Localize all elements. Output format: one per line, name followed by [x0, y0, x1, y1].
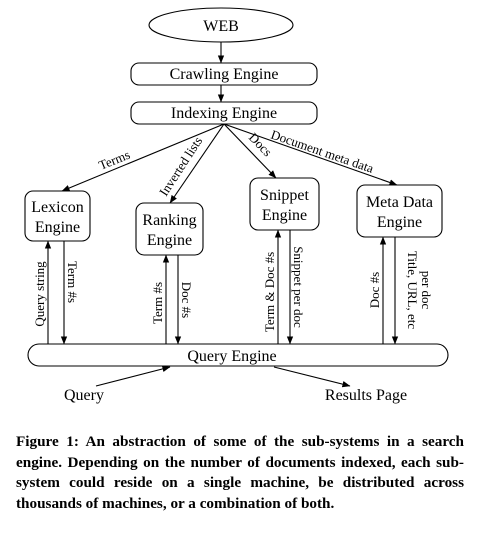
web-label: WEB: [203, 18, 239, 35]
indexing-engine-label: Indexing Engine: [171, 105, 277, 122]
ranking-engine-node: Ranking Engine: [135, 202, 204, 256]
query-io-label: Query: [64, 387, 104, 404]
label-query-string: Query string: [32, 261, 47, 327]
snippet-label-line1: Snippet: [260, 187, 309, 204]
crawling-engine-label: Crawling Engine: [170, 66, 279, 83]
edge-indexing-metadata: [223, 123, 398, 186]
label-title-url-etc: Title, URL, etc: [405, 251, 420, 329]
query-engine-node: Query Engine: [27, 343, 449, 367]
label-doc-nums-ranking: Doc #s: [179, 282, 194, 318]
lexicon-label-line1: Lexicon: [31, 199, 83, 216]
query-engine-label: Query Engine: [187, 348, 276, 365]
lexicon-label-line2: Engine: [35, 219, 80, 236]
crawling-engine-node: Crawling Engine: [130, 62, 318, 86]
results-page-label: Results Page: [325, 387, 407, 404]
snippet-engine-node: Snippet Engine: [249, 177, 320, 231]
label-term-nums-lexicon: Term #s: [65, 261, 80, 303]
edge-indexing-snippet: [223, 123, 277, 179]
ranking-label-line1: Ranking: [142, 212, 196, 229]
label-snippet-per-doc: Snippet per doc: [291, 246, 306, 328]
edge-indexing-ranking: [169, 123, 225, 204]
label-per-doc: per doc: [419, 271, 434, 310]
label-term-doc-nums: Term & Doc #s: [262, 252, 277, 332]
edge-indexing-lexicon: [61, 123, 225, 192]
figure-caption: Figure 1: An abstraction of some of the …: [16, 433, 464, 512]
metadata-engine-node: Meta Data Engine: [356, 184, 443, 238]
label-term-nums-ranking: Term #s: [150, 282, 165, 324]
label-inverted-lists: Inverted lists: [156, 134, 205, 199]
arrow-query-in: [95, 365, 171, 387]
snippet-label-line2: Engine: [262, 207, 307, 224]
metadata-label-line2: Engine: [377, 214, 422, 231]
search-engine-diagram: WEB Crawling Engine Indexing Engine Term…: [24, 7, 449, 404]
web-node: WEB: [148, 7, 294, 43]
metadata-label-line1: Meta Data: [366, 194, 433, 211]
label-document-meta-data: Document meta data: [269, 127, 376, 176]
ranking-label-line2: Engine: [147, 232, 192, 249]
label-doc-nums-meta: Doc #s: [367, 272, 382, 308]
indexing-engine-node: Indexing Engine: [130, 101, 318, 125]
arrow-results-out: [273, 366, 351, 388]
lexicon-engine-node: Lexicon Engine: [24, 190, 91, 242]
